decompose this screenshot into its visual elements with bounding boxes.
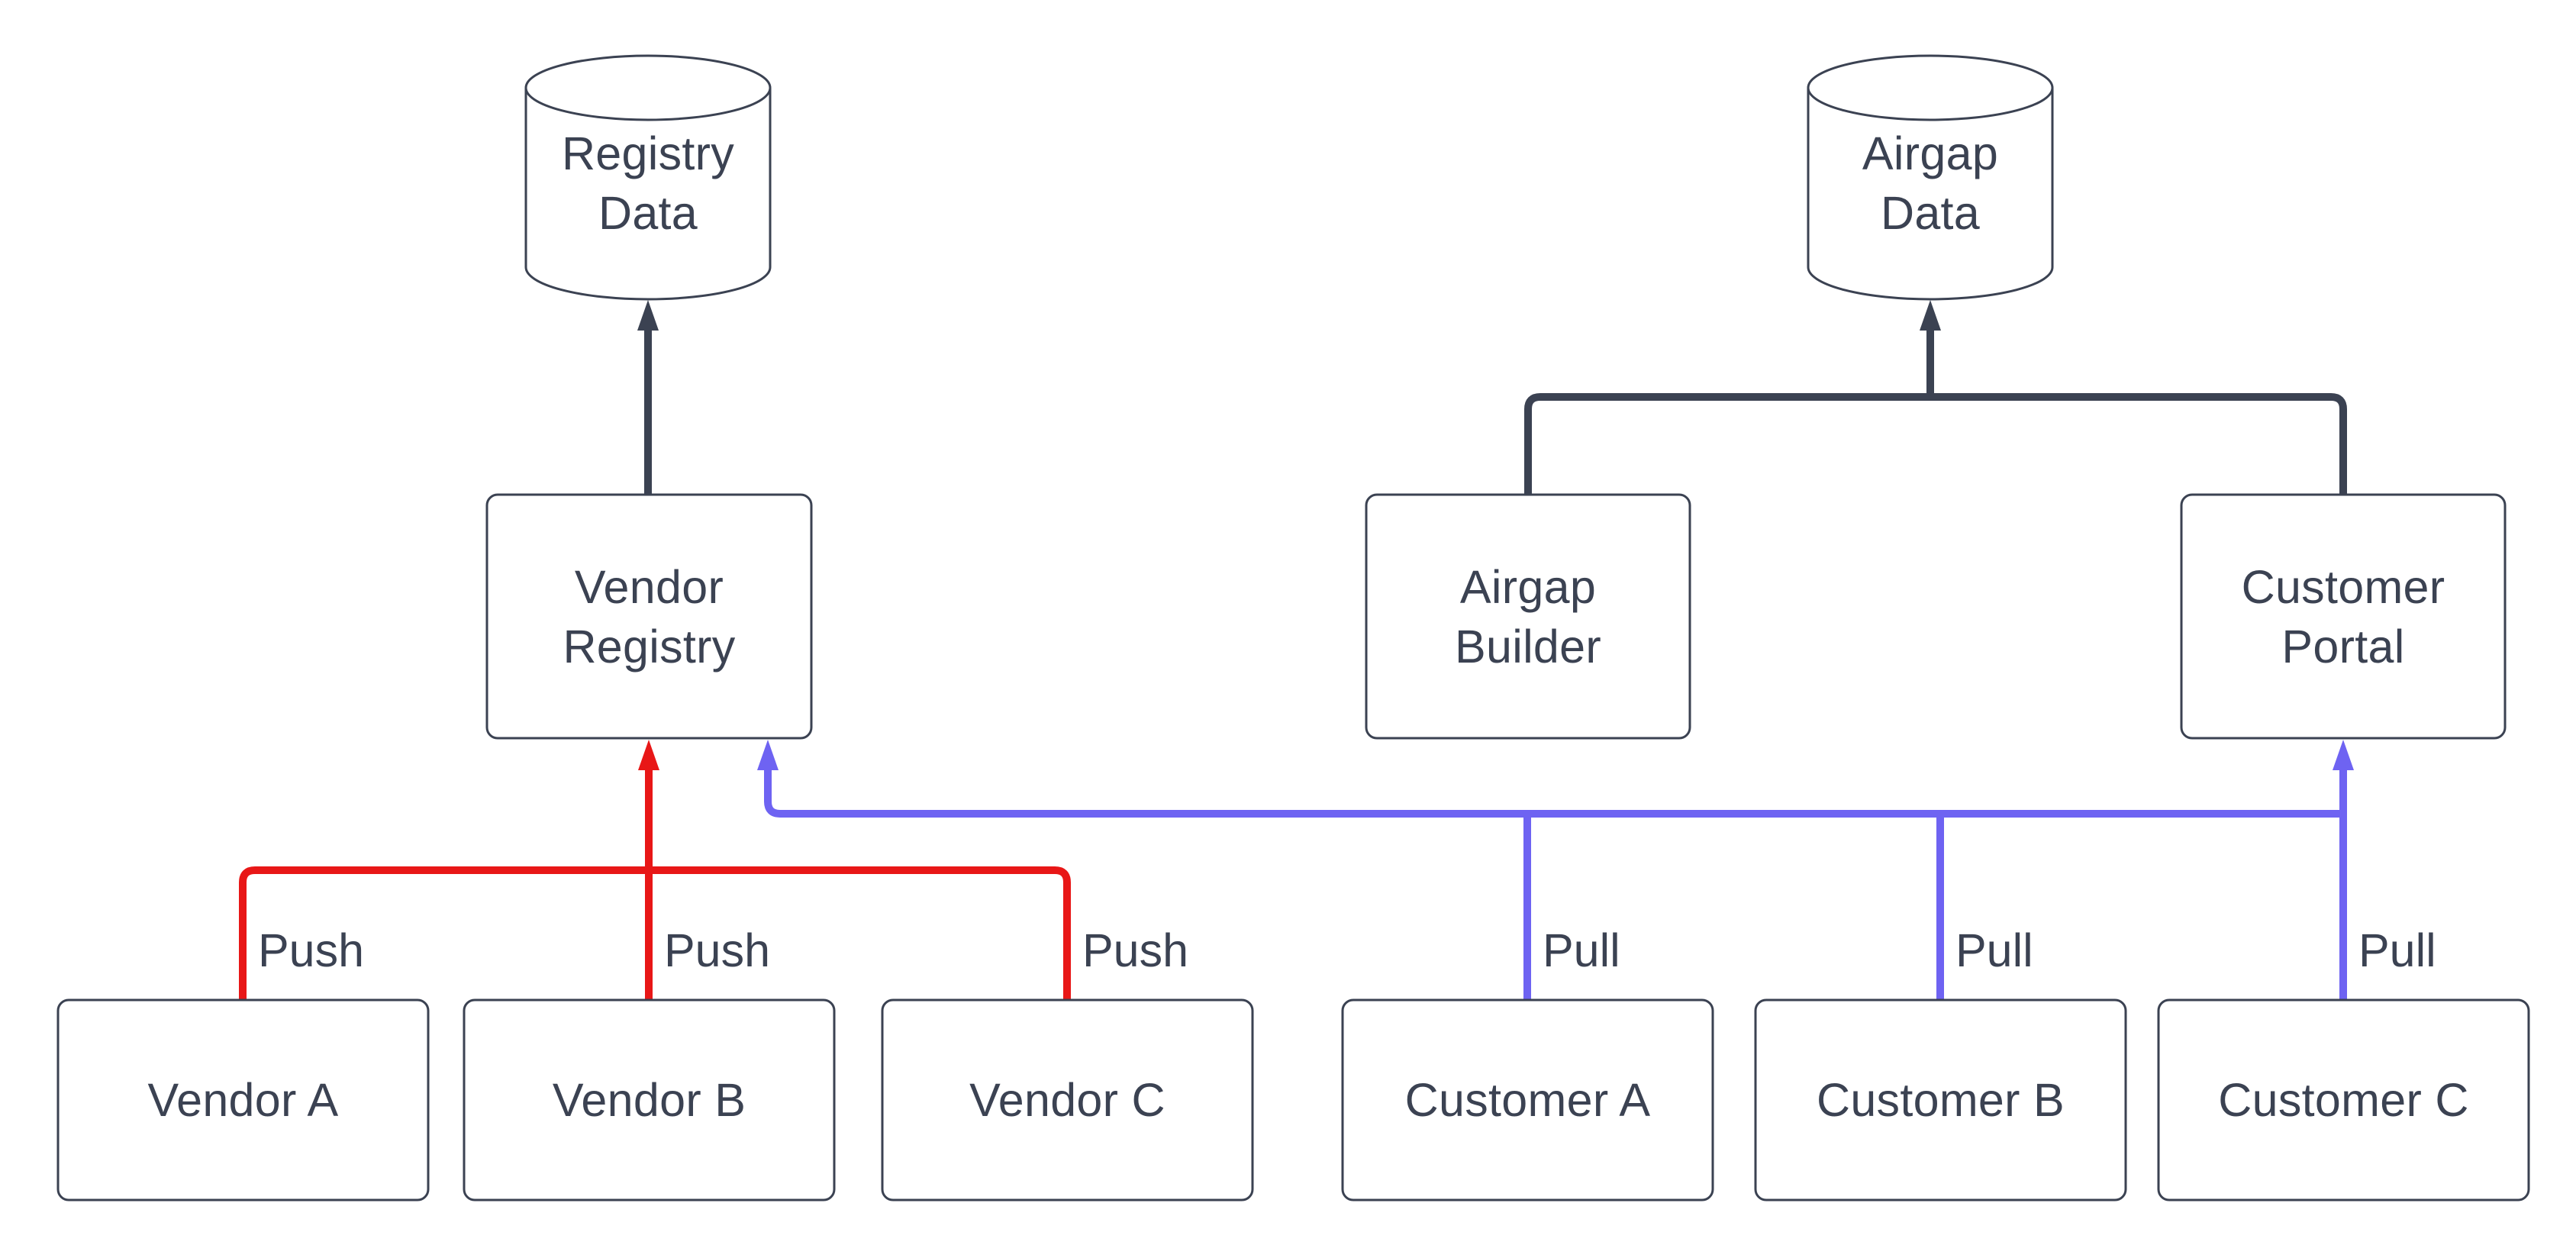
node-shape-airgap-data bbox=[1807, 54, 2054, 301]
node-label-line: Vendor bbox=[574, 560, 724, 613]
node-label-registry-data: Registry Data bbox=[526, 84, 770, 282]
arrowhead-pull-vendor-registry bbox=[757, 740, 779, 770]
node-shape-vendor-c bbox=[881, 998, 1254, 1202]
arrowhead-flow-airgap-data bbox=[1920, 300, 1941, 331]
edge-label-pull-customer-b: Pull bbox=[1955, 924, 2033, 976]
node-label-line: Customer B bbox=[1816, 1074, 2065, 1126]
node-label-line: Customer A bbox=[1404, 1074, 1651, 1126]
node-label-line: Vendor C bbox=[969, 1074, 1165, 1126]
node-label-line: Airgap bbox=[1459, 560, 1597, 613]
edge-label-pull-customer-c: Pull bbox=[2358, 924, 2436, 976]
cylinder-top-rim bbox=[1807, 87, 2054, 121]
node-label-customer-portal: Customer Portal bbox=[2181, 495, 2505, 738]
node-label-customer-b: Customer B bbox=[1755, 1000, 2126, 1200]
cylinder-top-rim bbox=[524, 87, 772, 121]
node-label-line: Registry bbox=[563, 620, 736, 673]
node-shape-customer-portal bbox=[2180, 493, 2507, 740]
arrowhead-pull-customer-portal bbox=[2333, 740, 2354, 770]
node-label-line: Airgap bbox=[1862, 127, 1999, 179]
node-shape-vendor-b bbox=[463, 998, 836, 1202]
pull-edge-trunk bbox=[764, 768, 2343, 818]
node-label-line: Data bbox=[598, 187, 698, 239]
node-label-customer-c: Customer C bbox=[2158, 1000, 2529, 1200]
node-label-airgap-data: Airgap Data bbox=[1808, 84, 2052, 282]
edge-label-pull-customer-a: Pull bbox=[1543, 924, 1620, 976]
node-label-line: Customer bbox=[2241, 560, 2445, 613]
flow-edge-builder-portal-trunk bbox=[1524, 393, 2347, 495]
node-label-line: Portal bbox=[2281, 620, 2405, 673]
node-shape-airgap-builder bbox=[1365, 493, 1691, 740]
node-label-vendor-a: Vendor A bbox=[58, 1000, 428, 1200]
node-label-customer-a: Customer A bbox=[1343, 1000, 1713, 1200]
node-shape-customer-b bbox=[1754, 998, 2127, 1202]
node-label-line: Registry bbox=[561, 127, 735, 179]
node-label-airgap-builder: Airgap Builder bbox=[1366, 495, 1690, 738]
node-shape-customer-a bbox=[1341, 998, 1714, 1202]
node-shape-vendor-a bbox=[56, 998, 430, 1202]
edge-label-push-vendor-b: Push bbox=[664, 924, 771, 976]
node-label-vendor-b: Vendor B bbox=[464, 1000, 834, 1200]
node-label-line: Customer C bbox=[2218, 1074, 2469, 1126]
node-label-line: Data bbox=[1880, 187, 1981, 239]
node-label-line: Vendor A bbox=[147, 1074, 339, 1126]
push-edge-trunk bbox=[239, 866, 1071, 1000]
node-label-line: Vendor B bbox=[552, 1074, 746, 1126]
arrowhead-push-vendor-registry bbox=[638, 740, 659, 770]
edge-label-push-vendor-a: Push bbox=[258, 924, 365, 976]
node-shape-registry-data bbox=[524, 54, 772, 301]
node-label-line: Builder bbox=[1455, 620, 1601, 673]
edge-label-push-vendor-c: Push bbox=[1082, 924, 1189, 976]
node-shape-vendor-registry bbox=[485, 493, 813, 740]
arrowhead-flow-registry-data bbox=[637, 300, 659, 331]
node-shape-customer-c bbox=[2157, 998, 2530, 1202]
node-label-vendor-c: Vendor C bbox=[882, 1000, 1253, 1200]
node-label-vendor-registry: Vendor Registry bbox=[487, 495, 811, 738]
